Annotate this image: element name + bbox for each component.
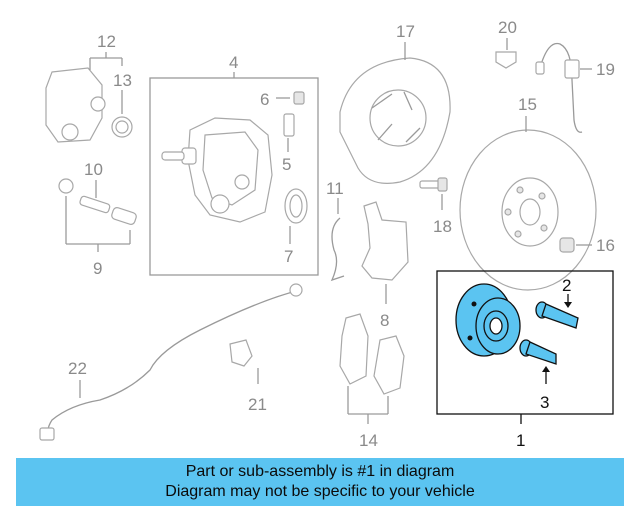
parking-brake-actuator <box>45 67 106 143</box>
bleeder-cap <box>293 91 305 105</box>
callout-11: 11 <box>326 179 344 198</box>
brake-hose <box>535 42 583 133</box>
callout-17: 17 <box>396 22 415 41</box>
callout-15: 15 <box>518 95 537 114</box>
guide-pin-bushing <box>58 178 74 194</box>
wheel-hub <box>455 283 521 357</box>
callout-20: 20 <box>498 18 517 37</box>
shield-bolt <box>419 177 448 192</box>
hub-bolt <box>535 301 579 329</box>
bleeder-screw <box>283 113 295 137</box>
banner-line-2: Diagram may not be specific to your vehi… <box>165 483 475 500</box>
guide-pin <box>111 207 137 225</box>
hose-clip <box>495 51 517 69</box>
rotor-screw <box>559 237 575 253</box>
callout-22: 22 <box>68 359 87 378</box>
callout-6: 6 <box>260 90 269 109</box>
callout-14: 14 <box>359 431 378 450</box>
splash-shield <box>339 57 451 184</box>
callout-10: 10 <box>84 160 103 179</box>
callout-21: 21 <box>248 395 267 414</box>
callout-4: 4 <box>229 53 238 72</box>
brake-rotor <box>459 129 597 291</box>
guide-pin-bolt <box>79 195 111 214</box>
callout-8: 8 <box>380 311 389 330</box>
sensor-bracket <box>229 339 253 367</box>
callout-9: 9 <box>93 259 102 278</box>
callout-3: 3 <box>540 393 549 412</box>
banner-line-1: Part or sub-assembly is #1 in diagram <box>185 463 455 480</box>
callout-12: 12 <box>97 32 116 51</box>
callout-18: 18 <box>433 217 452 236</box>
caliper-spring <box>330 217 345 282</box>
hub-bolt-short <box>519 339 557 365</box>
callout-19: 19 <box>596 60 615 79</box>
callout-16: 16 <box>596 236 615 255</box>
parts-diagram: 4 6 5 7 12 13 <box>39 18 615 450</box>
wheel-speed-sensor <box>39 283 303 441</box>
brake-pads <box>339 313 405 395</box>
caliper-bracket <box>361 201 409 281</box>
callout-7: 7 <box>284 247 293 266</box>
callout-13: 13 <box>113 71 132 90</box>
callout-1: 1 <box>516 431 525 450</box>
callout-2: 2 <box>562 276 571 295</box>
callout-5: 5 <box>282 155 291 174</box>
brake-caliper <box>161 117 273 223</box>
info-banner: Part or sub-assembly is #1 in diagram Di… <box>16 458 624 506</box>
hub-group-box <box>436 270 614 415</box>
piston-seal <box>284 188 308 224</box>
actuator-seal <box>111 116 133 138</box>
